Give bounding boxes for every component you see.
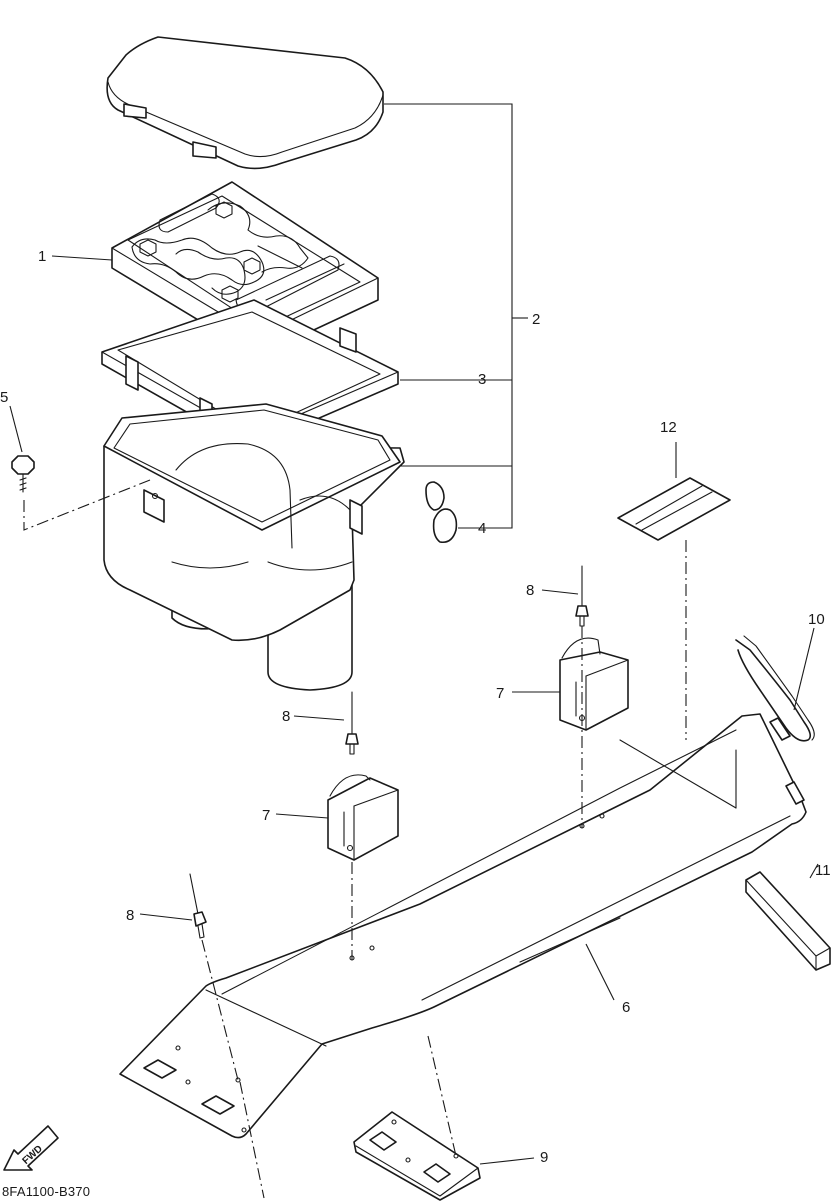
rivet-lower: [189, 873, 207, 939]
callout-1: 1: [38, 248, 46, 265]
callout-8-middle: 8: [282, 708, 290, 725]
callout-10: 10: [808, 611, 825, 628]
clip-set: [425, 481, 458, 544]
callout-11: 11: [815, 862, 831, 879]
callout-8-lower: 8: [126, 907, 134, 924]
tray-base: [119, 713, 807, 1139]
leader-lines: [9, 255, 819, 1165]
tool-tray: [111, 181, 379, 357]
callout-7-upper: 7: [496, 685, 504, 702]
mounting-plate: [353, 1111, 481, 1201]
bracket-lower: [327, 774, 399, 861]
callout-labels: 1 2 3 4 5 6 7 7 8 8 8 9 10 11 12: [0, 248, 831, 1166]
group-bracket: [384, 103, 528, 529]
callout-2: 2: [532, 311, 540, 328]
callout-4: 4: [478, 520, 486, 537]
gasket-frame: [101, 299, 399, 449]
storage-box-body: [103, 403, 405, 691]
rivet-middle: [345, 691, 359, 755]
callout-5: 5: [0, 389, 8, 406]
strip-bar: [745, 871, 831, 971]
fwd-arrow-icon: FWD: [3, 1125, 59, 1171]
rivet-upper: [575, 565, 589, 627]
callout-8-upper: 8: [526, 582, 534, 599]
callout-3: 3: [478, 371, 486, 388]
wire-clip: [735, 635, 815, 742]
bolt: [11, 455, 35, 493]
drawing-code: 8FA1100-B370: [2, 1184, 91, 1199]
bracket-upper: [559, 637, 629, 731]
assembly-axes: [23, 479, 687, 1199]
callout-6: 6: [622, 999, 630, 1016]
callout-7-lower: 7: [262, 807, 270, 824]
callout-12: 12: [660, 419, 677, 436]
warning-label: [617, 477, 731, 541]
storage-box-lid: [106, 36, 384, 170]
callout-9: 9: [540, 1149, 548, 1166]
